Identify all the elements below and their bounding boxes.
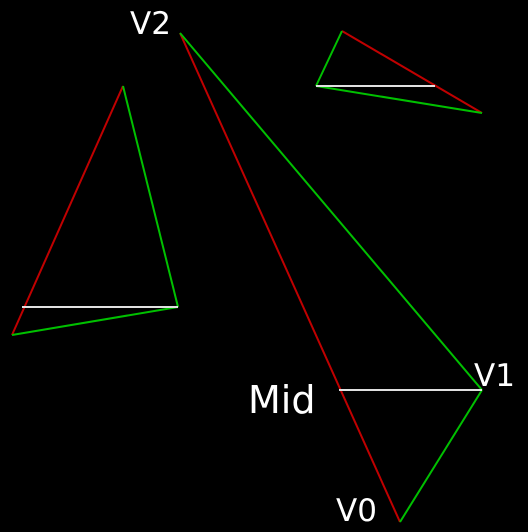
vertex-label-mid: Mid: [248, 378, 316, 422]
top-right-triangle-long-edge: [341, 30, 483, 114]
left-triangle-long-edge: [11, 85, 124, 336]
top-right-triangle-upper-edge: [315, 30, 343, 87]
vertex-label-v1: V1: [474, 358, 515, 394]
vertex-label-v0: V0: [336, 493, 377, 529]
vertex-label-v2: V2: [130, 6, 171, 42]
top-right-triangle: [315, 30, 483, 114]
main-triangle-v1-v0-edge: [399, 389, 483, 523]
left-triangle-lower-edge: [11, 306, 179, 336]
main-triangle-v2-v1-edge: [179, 32, 483, 391]
left-triangle-upper-edge: [122, 85, 179, 308]
main-triangle-long-edge: [179, 32, 401, 523]
top-right-triangle-lower-edge: [315, 85, 483, 114]
main-triangle: [179, 32, 483, 523]
left-triangle: [11, 85, 179, 336]
